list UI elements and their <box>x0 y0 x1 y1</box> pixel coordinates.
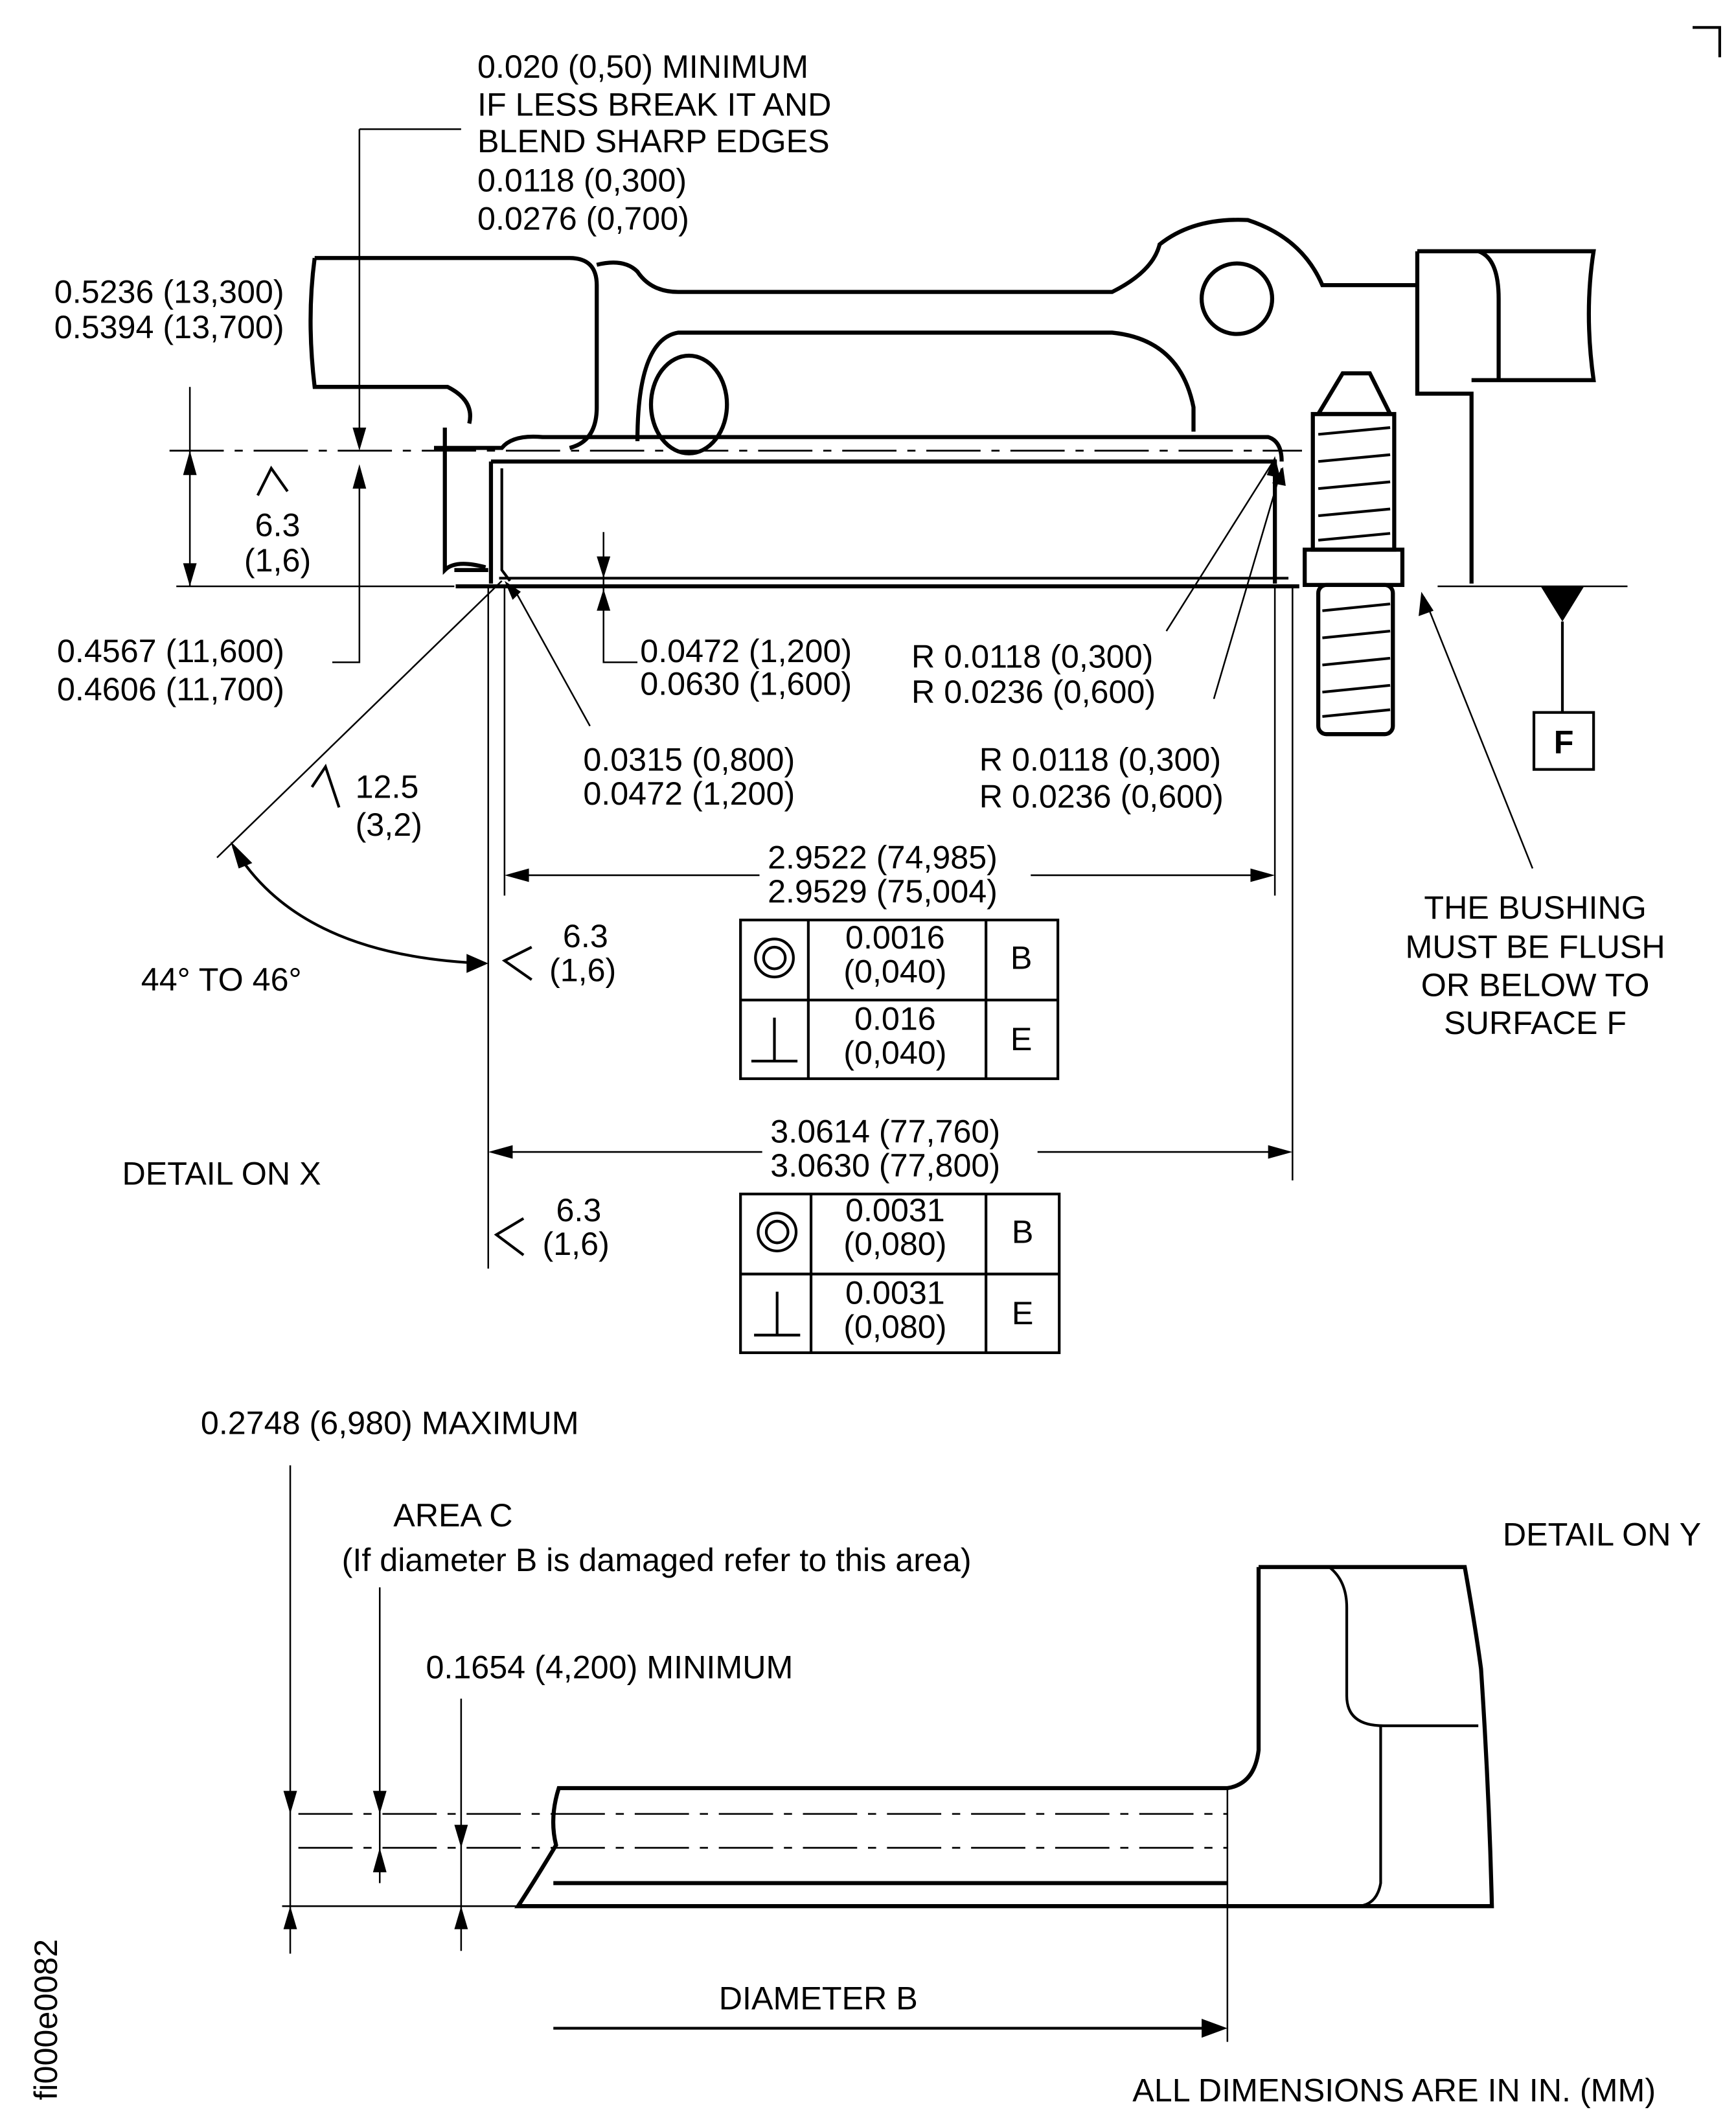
dim-max: 0.2748 (6,980) MAXIMUM <box>201 1405 579 1442</box>
figure-id: fi000e0082 <box>28 1939 64 2100</box>
dim-depth: 0.4567 (11,600) <box>57 633 284 669</box>
roughness-bore: 6.3 <box>563 918 608 954</box>
dim-outer: 3.0630 (77,800) <box>770 1147 1000 1184</box>
radius-1: R 0.0118 (0,300) <box>911 639 1153 675</box>
radius-1: R 0.0236 (0,600) <box>911 674 1156 710</box>
note-line: MUST BE FLUSH <box>1406 929 1665 965</box>
roughness-outer: (1,6) <box>543 1226 610 1262</box>
roughness-chamfer: 12.5 <box>356 769 419 805</box>
radius-2: R 0.0236 (0,600) <box>979 778 1224 814</box>
roughness-chamfer: (3,2) <box>356 807 422 843</box>
detail-y-part <box>298 1565 1494 2042</box>
concentricity-icon <box>754 937 795 979</box>
tolerance: 0.0031 <box>845 1275 945 1311</box>
dim-chamfer: 0.0472 (1,200) <box>583 776 795 812</box>
tolerance: (0,080) <box>843 1309 946 1345</box>
dim-bore: 2.9522 (74,985) <box>768 839 998 875</box>
dim-outer: 3.0614 (77,760) <box>770 1113 1000 1149</box>
datum-f: F <box>1532 586 1595 771</box>
roughness-outer: 6.3 <box>556 1192 601 1228</box>
detail-x-dimensions <box>176 128 1534 1269</box>
note-line: 0.0118 (0,300) <box>477 163 687 199</box>
tolerance: 0.016 <box>854 1001 936 1037</box>
bushing-note: THE BUSHING MUST BE FLUSH OR BELOW TO SU… <box>1406 890 1665 1041</box>
detail-x-title: DETAIL ON X <box>122 1155 321 1191</box>
roughness-top: (1,6) <box>244 542 311 579</box>
angle-label: 44° TO 46° <box>141 961 302 998</box>
note-line: 0.0276 (0,700) <box>477 200 689 236</box>
tolerance: 0.0031 <box>845 1192 945 1228</box>
feature-control-frame-outer: 0.0031 (0,080) B 0.0031 (0,080) E <box>739 1192 1061 1355</box>
tolerance: (0,040) <box>843 1035 946 1071</box>
dim-min: 0.1654 (4,200) MINIMUM <box>426 1649 793 1685</box>
datum: E <box>1012 1295 1034 1331</box>
tolerance: 0.0016 <box>845 919 945 956</box>
tolerance: (0,080) <box>843 1226 946 1262</box>
note-line: IF LESS BREAK IT AND <box>477 86 831 122</box>
concentricity-icon <box>757 1212 798 1252</box>
dim-height: 0.5236 (13,300) <box>54 273 284 310</box>
dim-chamfer: 0.0315 (0,800) <box>583 742 795 778</box>
roughness-top: 6.3 <box>255 507 301 543</box>
dim-height: 0.5394 (13,700) <box>54 309 284 345</box>
corner-mark <box>1693 26 1721 58</box>
dim-bore: 2.9529 (75,004) <box>768 873 998 910</box>
perpendicularity-icon <box>751 1017 798 1063</box>
datum: B <box>1012 1213 1034 1250</box>
dim-step: 0.0472 (1,200) <box>640 633 852 669</box>
area-c-label: AREA C <box>393 1497 512 1534</box>
dim-step: 0.0630 (1,600) <box>640 665 852 702</box>
note-line: OR BELOW TO <box>1421 967 1650 1003</box>
detail-y-title: DETAIL ON Y <box>1503 1516 1701 1552</box>
feature-control-frame-bore: 0.0016 (0,040) B 0.016 (0,040) E <box>739 918 1060 1081</box>
area-c-note: (If diameter B is damaged refer to this … <box>342 1542 972 1578</box>
perpendicularity-icon <box>754 1291 801 1337</box>
diameter-b-label: DIAMETER B <box>719 1980 918 2016</box>
edge-note: 0.020 (0,50) MINIMUM IF LESS BREAK IT AN… <box>477 49 831 236</box>
note-line: THE BUSHING <box>1424 890 1646 926</box>
detail-y-dimensions <box>282 1465 1228 2038</box>
roughness-bore: (1,6) <box>549 952 616 988</box>
datum: B <box>1011 939 1033 976</box>
detail-x-part <box>169 218 1628 737</box>
datum-f-label: F <box>1554 724 1574 761</box>
note-line: 0.020 (0,50) MINIMUM <box>477 49 808 85</box>
units-note: ALL DIMENSIONS ARE IN IN. (MM) <box>1132 2073 1656 2109</box>
note-line: BLEND SHARP EDGES <box>477 123 830 159</box>
tolerance: (0,040) <box>843 953 946 989</box>
datum: E <box>1011 1021 1033 1057</box>
dim-depth: 0.4606 (11,700) <box>57 671 284 707</box>
note-line: SURFACE F <box>1444 1005 1627 1041</box>
radius-2: R 0.0118 (0,300) <box>979 742 1221 778</box>
